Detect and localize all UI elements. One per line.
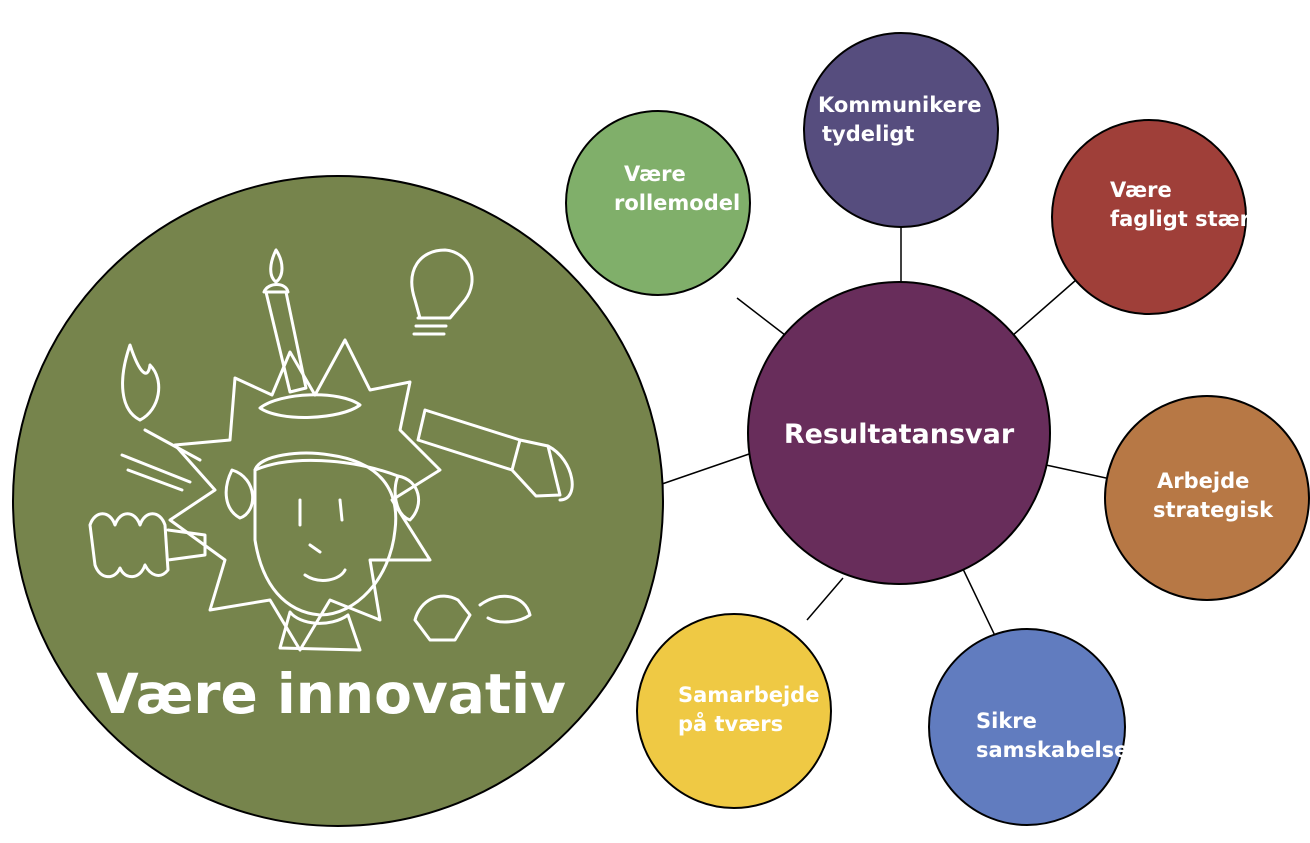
node-strategisk-line1: Arbejde <box>1157 469 1249 493</box>
node-fagligt-line1: Være <box>1110 178 1172 202</box>
node-rollemodel-line2: rollemodel <box>614 191 740 215</box>
node-kommunikere-line1: Kommunikere <box>818 93 981 117</box>
candle-icon <box>262 248 308 394</box>
broken-bulb-icon <box>413 594 532 642</box>
node-kommunikere-circle <box>803 32 999 228</box>
connector-strategisk <box>1045 464 1107 479</box>
node-strategisk-circle <box>1104 395 1310 601</box>
innovation-illustration <box>88 248 574 652</box>
node-tvaers-line2: på tværs <box>678 711 783 736</box>
focus-circle <box>12 175 664 827</box>
starburst-shape <box>168 338 442 652</box>
flame-icon <box>121 343 161 422</box>
node-strategisk-line2: strategisk <box>1153 498 1274 522</box>
node-kommunikere-line2: tydeligt <box>822 122 914 146</box>
node-rollemodel-line1: Være <box>624 162 686 186</box>
connector-tvaers <box>806 577 844 621</box>
collar <box>278 610 362 652</box>
node-tvaers-circle <box>636 613 832 809</box>
hair-left <box>224 468 255 520</box>
node-fagligt-line2: fagligt stærk <box>1110 207 1265 231</box>
node-rollemodel-circle <box>565 110 751 296</box>
node-fagligt-circle <box>1051 119 1247 315</box>
hair-right <box>393 474 420 522</box>
node-samskabelse-circle <box>928 628 1126 826</box>
connector-rollemodel <box>736 297 786 336</box>
lightbulb-icon <box>410 248 474 336</box>
connector-fagligt <box>1011 279 1077 337</box>
connector-samskabelse <box>962 568 999 643</box>
connector-focus <box>661 452 753 485</box>
node-samskabelse-line2: samskabelse <box>976 738 1128 762</box>
flashlight-icon <box>416 408 574 502</box>
face-outline <box>253 451 398 617</box>
hub-label: Resultatansvar <box>784 419 1015 450</box>
node-tvaers-line1: Samarbejde <box>678 683 819 707</box>
focus-label: Være innovativ <box>96 662 566 726</box>
connectors <box>661 226 1107 643</box>
hub-circle <box>747 281 1051 585</box>
cfl-bulb-icon <box>88 512 207 579</box>
node-samskabelse-line1: Sikre <box>976 709 1037 733</box>
